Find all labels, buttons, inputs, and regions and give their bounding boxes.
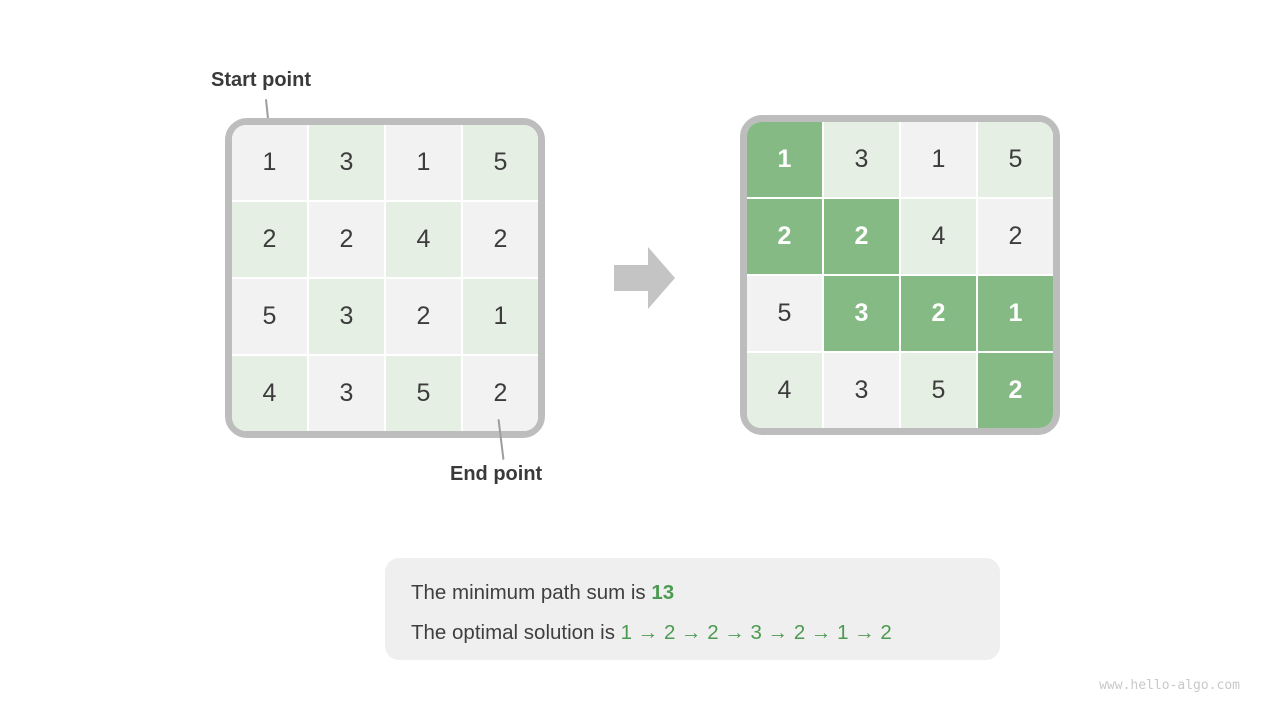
grid-cell: 3	[309, 125, 384, 200]
grid-cell: 2	[978, 353, 1053, 428]
grid-cell: 2	[463, 202, 538, 277]
grid-cell: 4	[232, 356, 307, 431]
grid-cell: 5	[747, 276, 822, 351]
grid-cell: 2	[978, 199, 1053, 274]
min-path-sum-text: The minimum path sum is	[411, 581, 652, 604]
grid-cell: 3	[309, 356, 384, 431]
grid-cell: 1	[232, 125, 307, 200]
grid-cell: 1	[386, 125, 461, 200]
grid-cell: 2	[463, 356, 538, 431]
grid-cell: 2	[824, 199, 899, 274]
grid-cell: 1	[747, 122, 822, 197]
grid-cell: 5	[463, 125, 538, 200]
grid-cell: 5	[978, 122, 1053, 197]
grid-cell: 3	[824, 353, 899, 428]
grid-cell: 5	[232, 279, 307, 354]
grid-cell: 4	[901, 199, 976, 274]
grid-cell: 4	[747, 353, 822, 428]
grid-cell: 5	[386, 356, 461, 431]
min-path-sum-line: The minimum path sum is 13	[411, 573, 1000, 613]
grid-cell: 1	[901, 122, 976, 197]
grid-cell: 4	[386, 202, 461, 277]
grid-cell: 2	[232, 202, 307, 277]
end-point-label: End point	[450, 463, 543, 485]
optimal-solution-text: The optimal solution is	[411, 621, 621, 644]
grid-cell: 3	[309, 279, 384, 354]
min-path-sum-value: 13	[651, 581, 675, 604]
grid-cell: 1	[463, 279, 538, 354]
optimal-solution-sequence: 1 → 2 → 2 → 3 → 2 → 1 → 2	[620, 621, 892, 644]
grid-cell: 2	[309, 202, 384, 277]
grid-cell: 5	[901, 353, 976, 428]
site-watermark: www.hello-algo.com	[1099, 678, 1240, 693]
right-arrow-icon	[614, 247, 675, 309]
optimal-solution-line: The optimal solution is 1 → 2 → 2 → 3 → …	[411, 613, 1000, 653]
grid-cell: 3	[824, 122, 899, 197]
grid-cell: 2	[901, 276, 976, 351]
grid-cell: 1	[978, 276, 1053, 351]
grid-cell: 2	[747, 199, 822, 274]
grid-cell: 3	[824, 276, 899, 351]
grid-cell: 2	[386, 279, 461, 354]
result-box: The minimum path sum is 13 The optimal s…	[385, 558, 1000, 660]
start-point-label: Start point	[211, 69, 311, 91]
